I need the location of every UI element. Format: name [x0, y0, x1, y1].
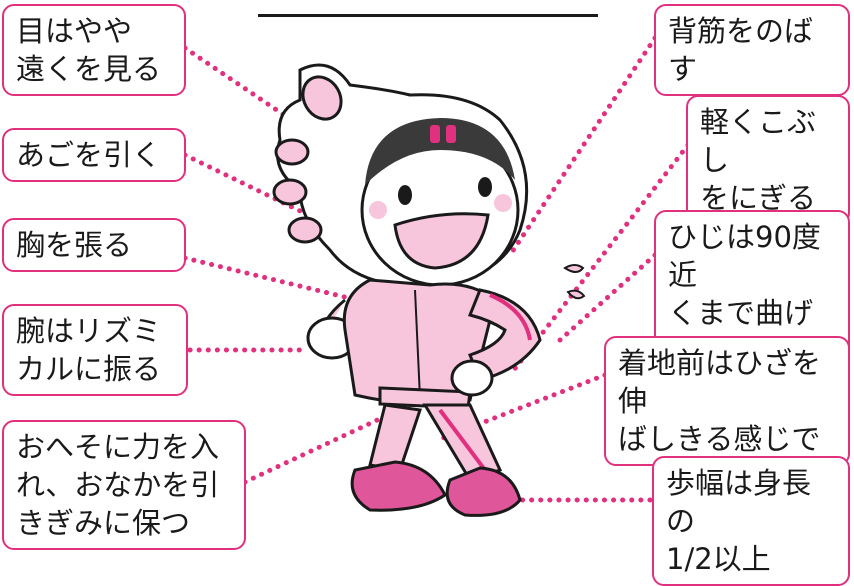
left-shoe — [350, 460, 447, 512]
label-belly: おへそに力を入 れ、おなかを引 きぎみに保つ — [2, 420, 246, 550]
leader-back — [507, 35, 658, 258]
label-fist: 軽くこぶし をにぎる — [686, 95, 850, 225]
label-eyes: 目はやや 遠くを見る — [2, 4, 186, 96]
label-stride: 歩幅は身長の 1/2以上 — [652, 456, 850, 586]
label-knee: 着地前はひざを伸 ばしきる感じで — [604, 336, 850, 466]
mouth — [393, 212, 490, 270]
back-leg — [368, 403, 422, 472]
label-chin: あごを引く — [2, 128, 186, 182]
hair — [365, 118, 515, 185]
label-chest: 胸を張る — [2, 218, 186, 272]
label-arms: 腕はリズミ カルに振る — [2, 304, 188, 396]
eye-left — [398, 185, 412, 205]
right-shoe — [445, 466, 522, 517]
leader-elbow — [557, 252, 658, 343]
illustration — [182, 35, 691, 517]
leader-knee — [435, 372, 608, 443]
title-underline — [258, 0, 598, 17]
right-fist — [450, 359, 494, 397]
label-back: 背筋をのばす — [654, 4, 850, 96]
leader-fist — [507, 142, 691, 378]
eye-right — [478, 177, 492, 197]
